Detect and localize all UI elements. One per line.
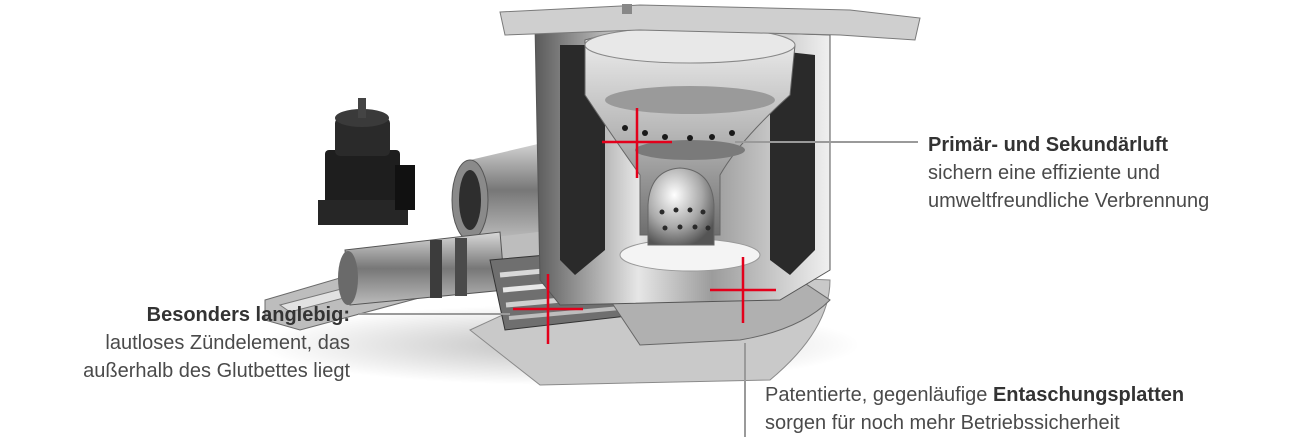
marker-ash-plates <box>710 257 776 323</box>
marker-primary-air <box>602 108 672 178</box>
annotation-primary-air: Primär- und Sekundärluft sichern eine ef… <box>928 131 1209 215</box>
lid-clip <box>622 4 632 14</box>
annotation-heading: Besonders langlebig: <box>146 304 350 326</box>
annotation-text: sichern eine effiziente und <box>928 162 1161 184</box>
ignition-element <box>338 231 506 306</box>
annotation-text: außerhalb des Glutbettes liegt <box>83 360 350 382</box>
annotation-text: Patentierte, gegenläufige <box>765 384 993 406</box>
annotation-ash-plates: Patentierte, gegenläufige Entaschungspla… <box>765 381 1184 437</box>
annotation-text: lautloses Zündelement, das <box>105 332 350 354</box>
annotation-heading: Entaschungsplatten <box>992 384 1185 406</box>
leader-lines <box>358 141 918 437</box>
motor-icon <box>318 98 415 225</box>
air-dome <box>619 167 761 272</box>
combustion-chamber <box>534 24 831 306</box>
annotation-text: umweltfreundliche Verbrennung <box>928 190 1210 212</box>
annotation-text: sorgen für noch mehr Betriebssicherheit <box>765 412 1120 434</box>
top-lid <box>499 4 921 41</box>
marker-ignition <box>513 274 583 344</box>
annotation-ignition: Besonders langlebig: lautloses Zündeleme… <box>83 301 350 385</box>
annotation-heading: Primär- und Sekundärluft <box>928 134 1169 156</box>
